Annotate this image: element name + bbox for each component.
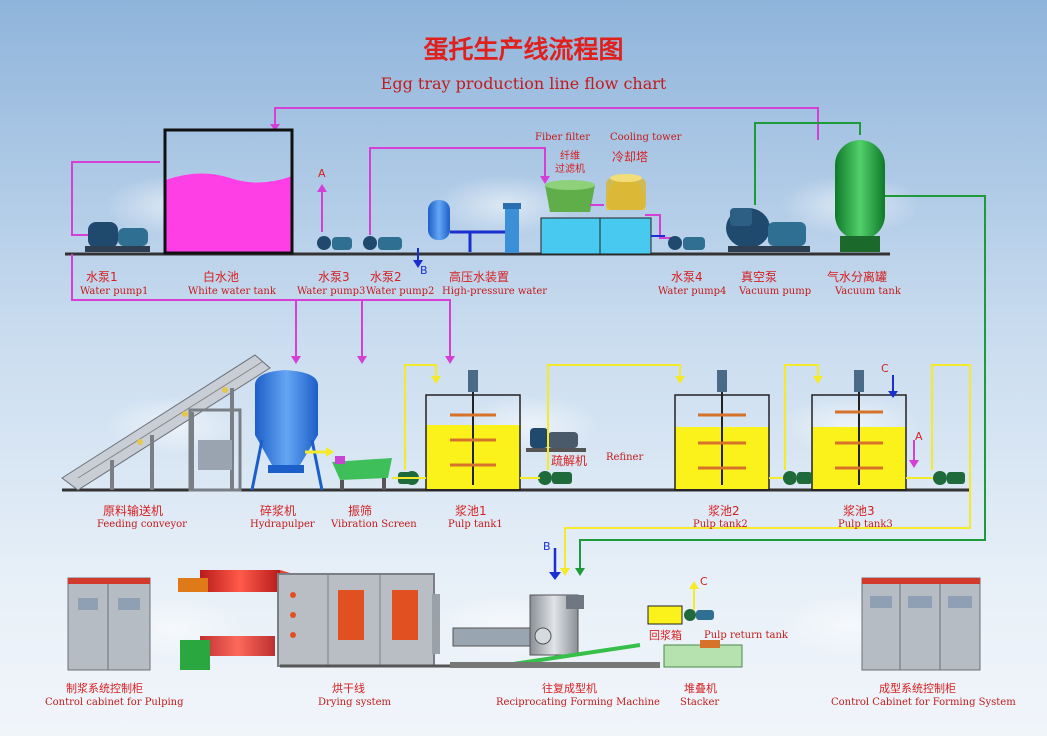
label-fiber-filter-en: Fiber filter <box>535 132 590 143</box>
label-vacuum-tank-cn: 气水分离罐 <box>827 270 888 284</box>
vacuum-pump-graphic <box>726 208 810 252</box>
feed-frame-graphic <box>188 408 242 492</box>
marker-b-row3: B <box>543 540 551 553</box>
vacuum-tank-graphic <box>835 140 885 252</box>
label-high-pressure-en: High-pressure water <box>442 286 548 297</box>
row2-a-arrowhead <box>909 460 919 468</box>
label-feeding-conveyor-en: Feeding conveyor <box>97 519 187 530</box>
label-pulp-return-cn: 回浆箱 <box>649 629 682 642</box>
cooling-tower-graphic <box>590 174 646 210</box>
fiber-filter-graphic <box>540 180 652 255</box>
label-feeding-conveyor-cn: 原料输送机 <box>103 504 164 518</box>
title-en: Egg tray production line flow chart <box>380 74 667 93</box>
label-vacuum-tank-en: Vacuum tank <box>835 286 901 297</box>
label-cooling-tower-cn: 冷却塔 <box>612 150 649 164</box>
white-water-tank-graphic <box>163 128 294 255</box>
yellow-arrowhead-screen <box>326 447 334 457</box>
label-water-pump1-cn: 水泵1 <box>86 270 118 284</box>
vibration-screen-graphic <box>332 456 392 490</box>
label-water-pump2-en: Water pump2 <box>366 286 435 297</box>
label-drying-en: Drying system <box>318 697 391 708</box>
forming-machine-graphic <box>450 594 660 668</box>
pulp-return-arrowhead <box>689 581 699 589</box>
label-water-pump1-en: Water pump1 <box>80 286 149 297</box>
label-white-water-tank-en: White water tank <box>188 286 276 297</box>
control-cabinet-forming-graphic <box>861 577 981 671</box>
label-control-forming-cn: 成型系统控制柜 <box>879 682 956 695</box>
yellow-arrowheads <box>431 376 823 576</box>
marker-c-row3: C <box>700 575 708 588</box>
row2-pumps <box>398 471 965 485</box>
label-pulp-tank1-en: Pulp tank1 <box>448 519 503 530</box>
label-vibration-screen-cn: 振筛 <box>348 504 373 518</box>
label-forming-en: Reciprocating Forming Machine <box>496 697 660 708</box>
label-drying-cn: 烘干线 <box>332 682 365 695</box>
row1-a-arrowhead <box>317 184 327 192</box>
label-water-pump3-cn: 水泵3 <box>318 270 350 284</box>
pulp-tank2-graphic <box>674 370 770 491</box>
label-hydrapulper-en: Hydrapulper <box>250 519 315 530</box>
hydrapulper-graphic <box>250 370 324 491</box>
title-cn: 蛋托生产线流程图 <box>423 35 624 64</box>
label-pulp-tank2-en: Pulp tank2 <box>693 519 748 530</box>
label-control-pulping-en: Control cabinet for Pulping <box>45 697 184 708</box>
pulp-tank1-graphic <box>425 370 521 491</box>
magenta-pipes <box>71 107 819 360</box>
water-pump3-graphic <box>317 236 352 250</box>
label-stacker-cn: 堆叠机 <box>684 682 717 695</box>
label-refiner-en: Refiner <box>606 452 644 463</box>
marker-c-row2: C <box>881 362 889 375</box>
label-forming-cn: 往复成型机 <box>542 682 597 695</box>
row2-c-arrowhead <box>888 391 898 398</box>
stacker-graphic <box>663 640 743 668</box>
pulp-tank3-graphic <box>811 370 907 491</box>
label-fiber-filter-cn2: 过滤机 <box>555 164 585 175</box>
label-control-pulping-cn: 制浆系统控制柜 <box>66 682 143 695</box>
label-vacuum-pump-cn: 真空泵 <box>741 270 778 284</box>
label-pulp-tank3-en: Pulp tank3 <box>838 519 893 530</box>
pulp-return-tank-graphic <box>647 586 714 625</box>
magenta-arrowheads <box>270 124 550 364</box>
label-refiner-cn: 疏解机 <box>551 454 588 468</box>
label-cooling-tower-en: Cooling tower <box>610 132 682 143</box>
label-pulp-tank1-cn: 浆池1 <box>455 504 487 518</box>
label-fiber-filter-cn1: 纤维 <box>560 151 580 162</box>
control-cabinet-pulping-graphic <box>67 577 151 671</box>
marker-b-row1: B <box>420 264 428 277</box>
yellow-pipes <box>392 364 971 570</box>
label-pulp-return-en: Pulp return tank <box>704 630 788 641</box>
high-pressure-graphic <box>428 200 521 253</box>
label-control-forming-en: Control Cabinet for Forming System <box>831 697 1016 708</box>
water-pump2-graphic <box>363 236 402 250</box>
label-vibration-screen-en: Vibration Screen <box>331 519 417 530</box>
green-arrowhead <box>575 568 585 576</box>
label-pulp-tank2-cn: 浆池2 <box>708 504 740 518</box>
refiner-graphic <box>526 428 586 452</box>
water-pump4-graphic <box>668 236 705 250</box>
marker-a-row2: A <box>915 430 923 443</box>
water-pump1-graphic <box>85 222 150 252</box>
label-high-pressure-cn: 高压水装置 <box>449 270 510 284</box>
label-pulp-tank3-cn: 浆池3 <box>843 504 875 518</box>
marker-a-row1: A <box>318 167 326 180</box>
feeding-conveyor-graphic <box>61 354 271 491</box>
drying-system-graphic <box>178 570 450 670</box>
label-white-water-tank-cn: 白水池 <box>203 270 240 284</box>
label-stacker-en: Stacker <box>680 697 720 708</box>
label-vacuum-pump-en: Vacuum pump <box>739 286 812 297</box>
row3-b-arrowhead <box>549 572 561 580</box>
label-hydrapulper-cn: 碎浆机 <box>260 504 297 518</box>
label-water-pump3-en: Water pump3 <box>297 286 366 297</box>
green-pipes <box>579 122 986 570</box>
label-water-pump2-cn: 水泵2 <box>370 270 402 284</box>
row1-b-arrowhead <box>413 260 423 268</box>
label-water-pump4-en: Water pump4 <box>658 286 727 297</box>
label-water-pump4-cn: 水泵4 <box>671 270 703 284</box>
